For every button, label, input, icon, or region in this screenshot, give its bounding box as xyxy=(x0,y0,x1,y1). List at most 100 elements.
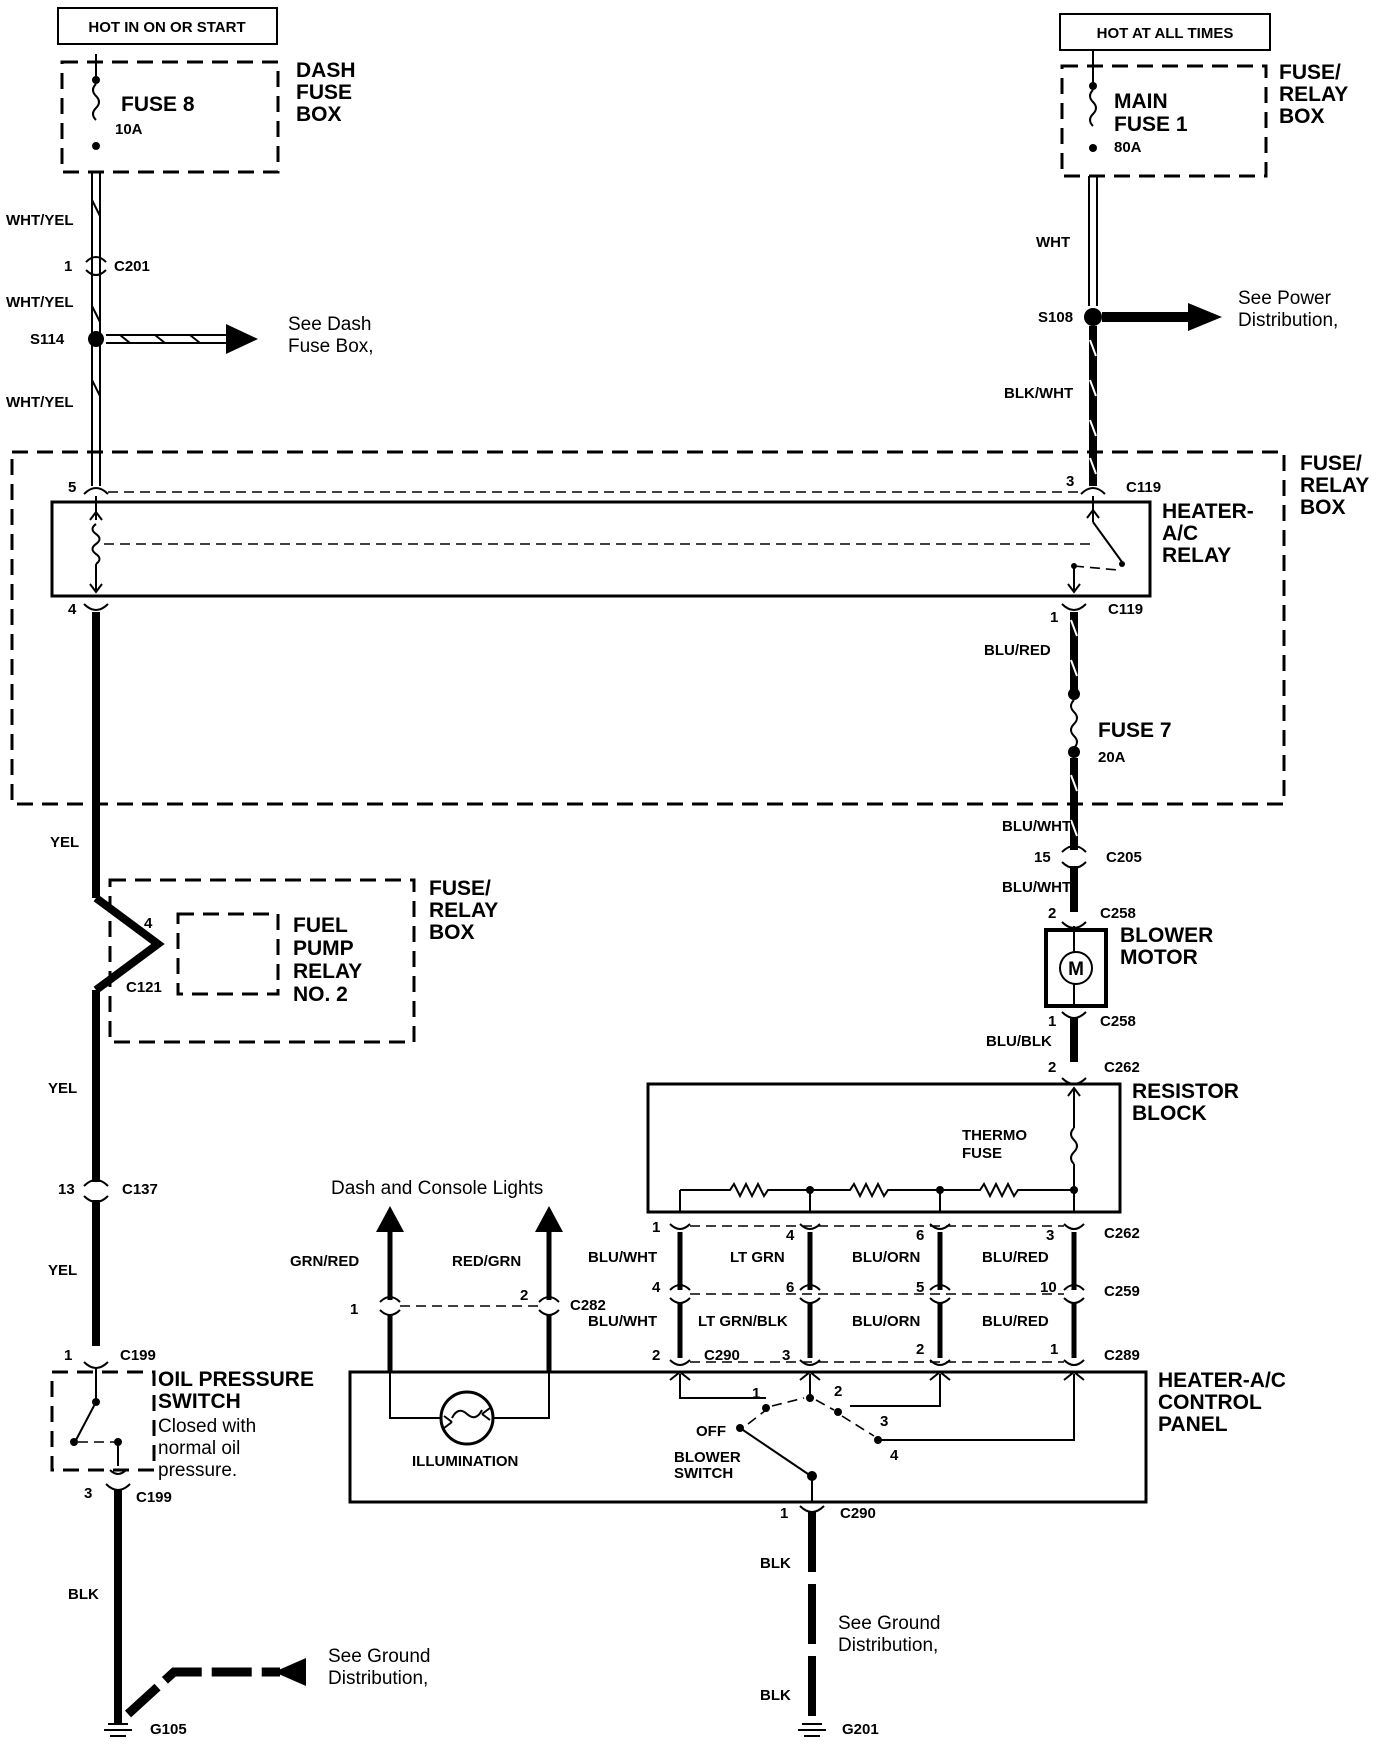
fuse-relay-box-2-line1: FUSE/ xyxy=(1300,452,1362,475)
blower-switch-line1: BLOWER xyxy=(674,1449,741,1466)
oil-switch-contact xyxy=(75,1401,97,1441)
relay-contact xyxy=(1092,521,1123,563)
illumination-bulb-icon xyxy=(439,1390,495,1446)
fuel-pump-pin4: 4 xyxy=(144,915,153,932)
hot-at-all-label-box xyxy=(1059,13,1271,51)
c282-pin1: 1 xyxy=(350,1301,358,1318)
c259-pin10: 10 xyxy=(1040,1279,1057,1296)
see-ground-1-line2: Distribution, xyxy=(328,1668,428,1689)
s114-label: S114 xyxy=(30,331,65,348)
c262-pin3: 3 xyxy=(1046,1227,1054,1244)
switch-pos-4: 4 xyxy=(890,1447,899,1464)
switch-off-label: OFF xyxy=(696,1423,726,1440)
fuel-pump-relay-inner xyxy=(176,912,280,996)
c119-label-bottom: C119 xyxy=(1108,601,1143,618)
wire-label-blu-blk: BLU/BLK xyxy=(986,1033,1052,1050)
see-ground-2-line2: Distribution, xyxy=(838,1635,938,1656)
switch-pos-3: 3 xyxy=(880,1413,888,1430)
resistor-block-line1: RESISTOR xyxy=(1132,1080,1239,1103)
c258-pin2: 2 xyxy=(1048,905,1056,922)
heater-panel-line3: PANEL xyxy=(1158,1413,1228,1436)
c201-pin: 1 xyxy=(64,258,72,275)
c282-label: C282 xyxy=(570,1297,606,1314)
fuel-pump-line4: NO. 2 xyxy=(293,983,348,1006)
c205-label: C205 xyxy=(1106,849,1142,866)
fuse-relay-box-3-line1: FUSE/ xyxy=(429,877,491,900)
c290-label-top: C290 xyxy=(704,1347,740,1364)
c119-pin3: 3 xyxy=(1066,473,1074,490)
see-dash-line2: Fuse Box, xyxy=(288,336,374,357)
wire-label-wht-yel-3: WHT/YEL xyxy=(6,394,74,411)
wire-label-blu-red-1: BLU/RED xyxy=(984,642,1051,659)
c119-pin5: 5 xyxy=(68,479,76,496)
g105-ground-lead xyxy=(124,1667,280,1718)
fuse8-label: FUSE 8 xyxy=(121,93,195,116)
fuel-pump-line2: PUMP xyxy=(293,937,354,960)
arrow-left-ground xyxy=(274,1658,306,1686)
oil-note-line3: pressure. xyxy=(158,1460,237,1481)
wire-label-blu-orn-1: BLU/ORN xyxy=(852,1249,920,1266)
connector-c201 xyxy=(85,256,107,276)
c290-pin1: 1 xyxy=(780,1505,788,1522)
c262-pin2: 2 xyxy=(1048,1059,1056,1076)
c289-pin2: 2 xyxy=(916,1341,924,1358)
main-fuse-rating: 80A xyxy=(1114,139,1142,156)
fuel-pump-line3: RELAY xyxy=(293,960,362,983)
wire-label-blk-1: BLK xyxy=(68,1586,99,1603)
fuse8-symbol xyxy=(92,83,100,121)
thermo-fuse-line2: FUSE xyxy=(962,1145,1002,1162)
g105-label: G105 xyxy=(150,1721,187,1738)
c199-label-top: C199 xyxy=(120,1347,156,1364)
c137-label: C137 xyxy=(122,1181,158,1198)
blower-motor-symbol xyxy=(1059,951,1093,985)
c199-pin3: 3 xyxy=(84,1485,92,1502)
dash-fuse-box-line3: BOX xyxy=(296,103,342,126)
resistor-block-box xyxy=(646,1082,1122,1214)
thermo-fuse-symbol xyxy=(1070,1127,1078,1165)
splice-s114 xyxy=(88,331,104,347)
c290-pin2: 2 xyxy=(652,1347,660,1364)
resistor-block-line2: BLOCK xyxy=(1132,1102,1207,1125)
c258-label-top: C258 xyxy=(1100,905,1136,922)
wire-label-blk-3: BLK xyxy=(760,1687,791,1704)
main-fuse-symbol xyxy=(1089,89,1097,127)
fuse-relay-box-main-outline xyxy=(10,450,1286,806)
c201-label: C201 xyxy=(114,258,150,275)
c262-pin1: 1 xyxy=(652,1219,660,1236)
fuse-relay-box-1-line3: BOX xyxy=(1279,105,1325,128)
blower-switch-wiper xyxy=(739,1427,809,1475)
blower-switch-line2: SWITCH xyxy=(674,1465,733,1482)
c262-pin4: 4 xyxy=(786,1227,795,1244)
fuse-relay-box-3-line2: RELAY xyxy=(429,899,498,922)
c289-pin1: 1 xyxy=(1050,1341,1058,1358)
g201-label: G201 xyxy=(842,1721,879,1738)
see-ground-2-line1: See Ground xyxy=(838,1613,940,1634)
fuse8-rating: 10A xyxy=(115,121,143,138)
c119-label-top: C119 xyxy=(1126,479,1161,496)
c205-pin: 15 xyxy=(1034,849,1051,866)
oil-pressure-switch-outline xyxy=(50,1370,156,1472)
c259-label: C259 xyxy=(1104,1283,1140,1300)
wire-label-grn-red: GRN/RED xyxy=(290,1253,359,1270)
fuse-relay-box-1-line1: FUSE/ xyxy=(1279,61,1341,84)
c119-pin1: 1 xyxy=(1050,609,1058,626)
blower-motor-line1: BLOWER xyxy=(1120,924,1213,947)
wire-label-red-grn: RED/GRN xyxy=(452,1253,521,1270)
blower-motor-box xyxy=(1044,928,1108,1008)
s108-label: S108 xyxy=(1038,309,1073,326)
fuse7-symbol xyxy=(1070,699,1078,749)
c259-pin5: 5 xyxy=(916,1279,924,1296)
motor-letter: M xyxy=(1068,959,1084,980)
heater-relay-line1: HEATER- xyxy=(1162,500,1254,523)
switch-pos-1: 1 xyxy=(752,1385,760,1402)
hot-in-on-label-box xyxy=(57,7,278,45)
c121-label: C121 xyxy=(126,979,162,996)
c258-label-bottom: C258 xyxy=(1100,1013,1136,1030)
arrow-right-power xyxy=(1188,303,1222,331)
blower-motor-line2: MOTOR xyxy=(1120,946,1198,969)
wire-label-blu-red-2: BLU/RED xyxy=(982,1249,1049,1266)
see-power-line1: See Power xyxy=(1238,288,1332,309)
main-fuse-line1: MAIN xyxy=(1114,90,1168,113)
fuse-relay-box-3-line3: BOX xyxy=(429,921,475,944)
